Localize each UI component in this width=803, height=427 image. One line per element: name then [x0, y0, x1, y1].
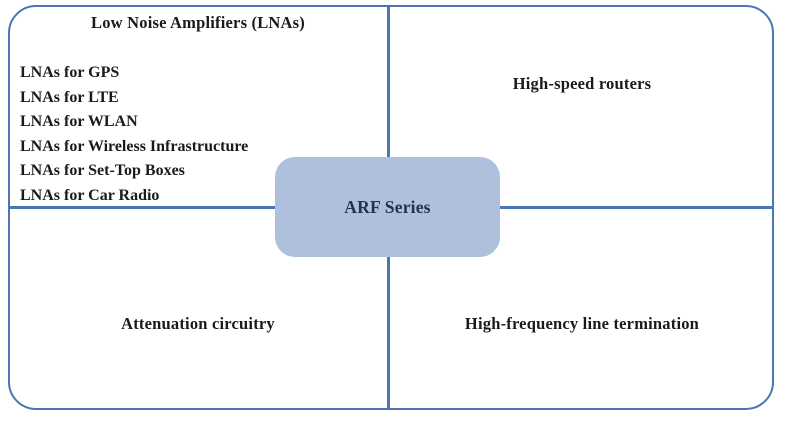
bottom-right-quadrant-title: High-frequency line termination — [464, 314, 700, 333]
list-item: LNAs for Wireless Infrastructure — [20, 137, 249, 155]
lna-list: LNAs for GPS LNAs for LTE LNAs for WLAN … — [20, 61, 370, 209]
list-item: LNAs for Car Radio — [20, 186, 160, 204]
arf-series-label: ARF Series — [344, 196, 431, 217]
bottom-left-quadrant-title: Attenuation circuitry — [121, 314, 275, 333]
list-item: LNAs for WLAN — [20, 113, 138, 131]
arf-series-node: ARF Series — [275, 157, 500, 257]
top-right-quadrant-title: High-speed routers — [512, 74, 652, 93]
list-item: LNAs for LTE — [20, 88, 119, 106]
top-left-quadrant-title: Low Noise Amplifiers (LNAs) — [91, 13, 305, 32]
list-item: LNAs for GPS — [20, 64, 120, 81]
list-item: LNAs for Set-Top Boxes — [20, 162, 185, 180]
